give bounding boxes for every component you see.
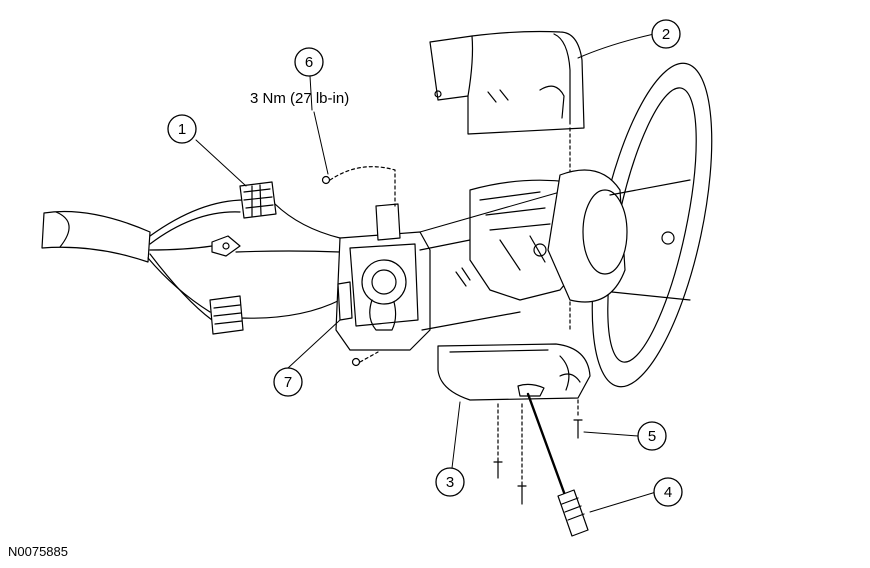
ground-clip — [211, 235, 241, 257]
callout-circle — [651, 19, 681, 49]
lower-connector — [209, 295, 244, 335]
callout-circle — [435, 467, 465, 497]
wiring-harness — [41, 199, 341, 321]
callout-circle — [167, 114, 197, 144]
figure-id-label: N0075885 — [8, 544, 68, 559]
callout-number: 7 — [284, 374, 292, 391]
callout-4: 4 — [653, 477, 683, 507]
callout-circle — [653, 477, 683, 507]
multifunction-switch — [335, 203, 521, 351]
switch-screw-lower — [351, 351, 379, 367]
tilt-lever — [526, 392, 589, 537]
lower-shroud-screws — [493, 399, 583, 505]
callout-circle — [294, 47, 324, 77]
upper-shroud — [429, 30, 585, 135]
callout-number: 5 — [648, 428, 656, 445]
switch-screw-upper — [321, 166, 396, 207]
callout-5: 5 — [637, 421, 667, 451]
torque-spec-label: 3 Nm (27 lb-in) — [250, 90, 350, 107]
leader-lines — [195, 33, 657, 513]
upper-connector — [239, 181, 277, 219]
callout-2: 2 — [651, 19, 681, 49]
callout-number: 1 — [178, 121, 186, 138]
callout-7: 7 — [273, 367, 303, 397]
callout-circle — [637, 421, 667, 451]
callout-circle — [273, 367, 303, 397]
callout-3: 3 — [435, 467, 465, 497]
lower-shroud — [437, 343, 591, 401]
callout-number: 4 — [664, 484, 672, 501]
steering-wheel — [547, 62, 713, 388]
callout-number: 2 — [662, 26, 670, 43]
callout-1: 1 — [167, 114, 197, 144]
callout-number: 6 — [305, 54, 313, 71]
callout-6: 6 — [294, 47, 324, 77]
callout-number: 3 — [446, 474, 454, 491]
